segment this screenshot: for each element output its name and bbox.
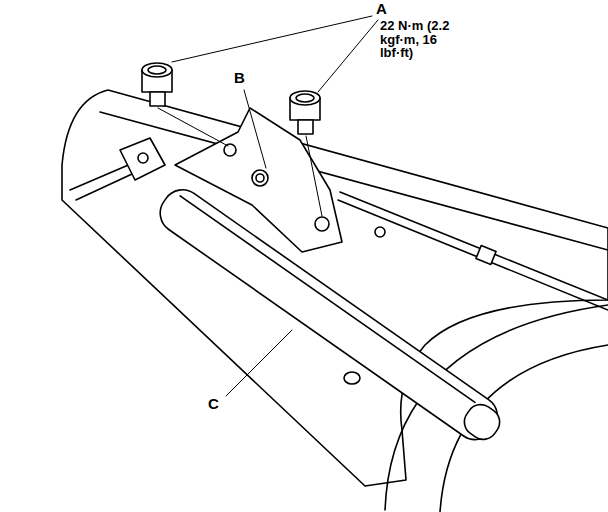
equalizer-pin: [138, 153, 148, 163]
bolt: [142, 63, 172, 106]
part-letter: B: [234, 70, 245, 86]
brake-cable: [338, 200, 608, 310]
leader-line: [226, 330, 292, 396]
leader-line: [318, 20, 378, 92]
bracket-hole: [256, 174, 264, 182]
part-letter: C: [208, 396, 219, 412]
bolt: [290, 91, 320, 134]
tunnel-arc: [385, 305, 608, 510]
torque-spec: 22 N·m (2.2 kgf·m, 16 lbf·ft): [380, 19, 466, 60]
floor-bracket: [62, 90, 608, 486]
tunnel-arc: [440, 345, 608, 512]
alignment-line: [158, 108, 228, 146]
bracket-hole: [224, 144, 236, 156]
cable-clip: [476, 246, 496, 265]
leader-line: [244, 90, 266, 168]
equalizer: [120, 138, 165, 180]
brake-cable: [340, 192, 608, 300]
alignment-line: [306, 136, 322, 216]
leader-line: [172, 16, 372, 62]
bracket-hole: [375, 227, 385, 237]
mount-hole: [344, 372, 360, 384]
bracket-hole: [252, 170, 268, 186]
parking-brake-lever: [152, 182, 508, 450]
part-letter: A: [376, 1, 387, 17]
bracket-hole: [315, 217, 329, 231]
